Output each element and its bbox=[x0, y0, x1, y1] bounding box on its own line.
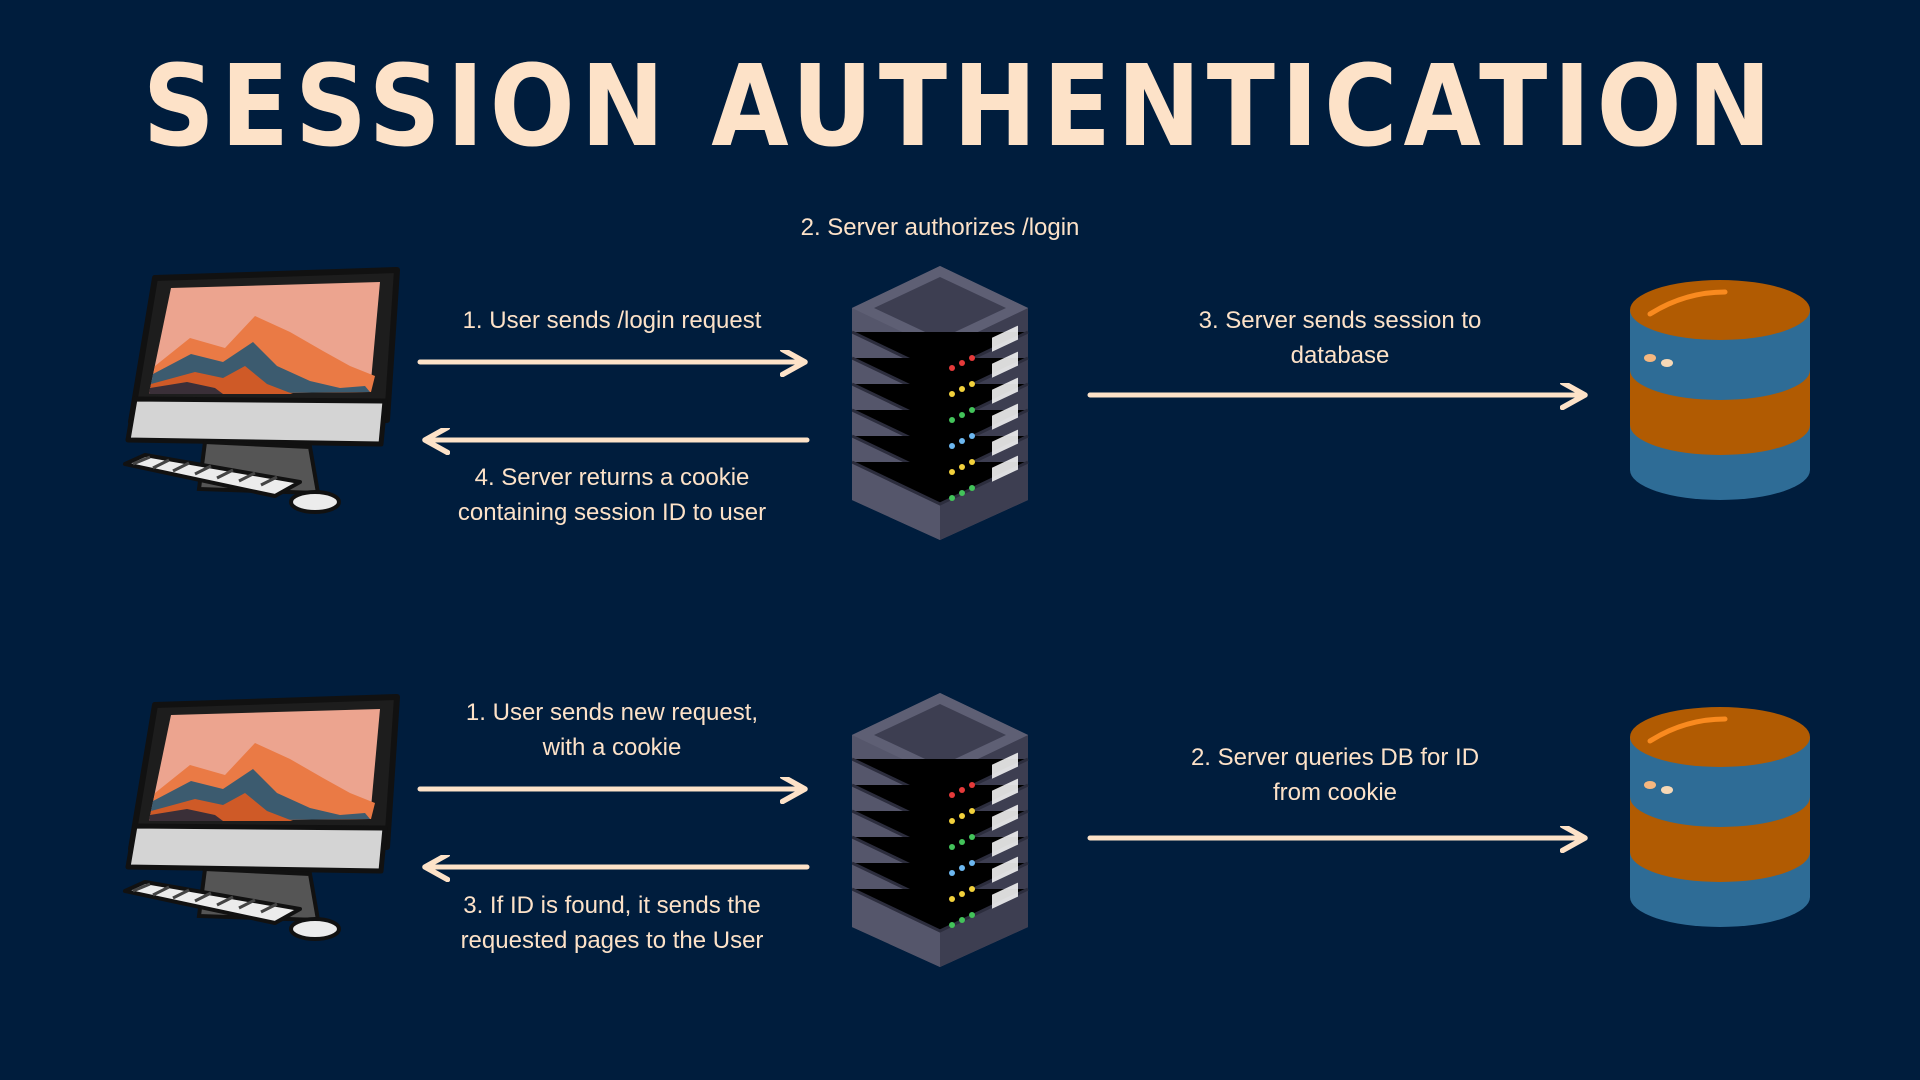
arrow-server-to-client-1 bbox=[415, 428, 810, 458]
arrow-client-to-server-2 bbox=[417, 777, 815, 807]
database-icon bbox=[1630, 280, 1812, 510]
server-rack-icon bbox=[852, 691, 1030, 969]
server-to-db-label-2: 2. Server queries DB for ID from cookie bbox=[1190, 744, 1480, 806]
desktop-computer-icon bbox=[105, 266, 405, 526]
server-to-client-label-1: 4. Server returns a cookie containing se… bbox=[457, 464, 767, 526]
page-title: SESSION AUTHENTICATION bbox=[142, 40, 1778, 172]
arrow-server-to-client-2 bbox=[415, 855, 810, 885]
client-to-server-label-1: 1. User sends /login request bbox=[462, 307, 762, 334]
server-note-1: 2. Server authorizes /login bbox=[800, 214, 1080, 241]
desktop-computer-icon bbox=[105, 693, 405, 953]
arrow-server-to-db-2 bbox=[1087, 826, 1595, 856]
client-to-server-label-2: 1. User sends new request, with a cookie bbox=[465, 699, 759, 761]
server-to-client-label-2: 3. If ID is found, it sends the requeste… bbox=[460, 892, 764, 954]
arrow-client-to-server-1 bbox=[417, 350, 815, 380]
server-to-db-label-1: 3. Server sends session to database bbox=[1198, 307, 1482, 369]
arrow-server-to-db-1 bbox=[1087, 383, 1595, 413]
database-icon bbox=[1630, 707, 1812, 937]
server-rack-icon bbox=[852, 264, 1030, 542]
